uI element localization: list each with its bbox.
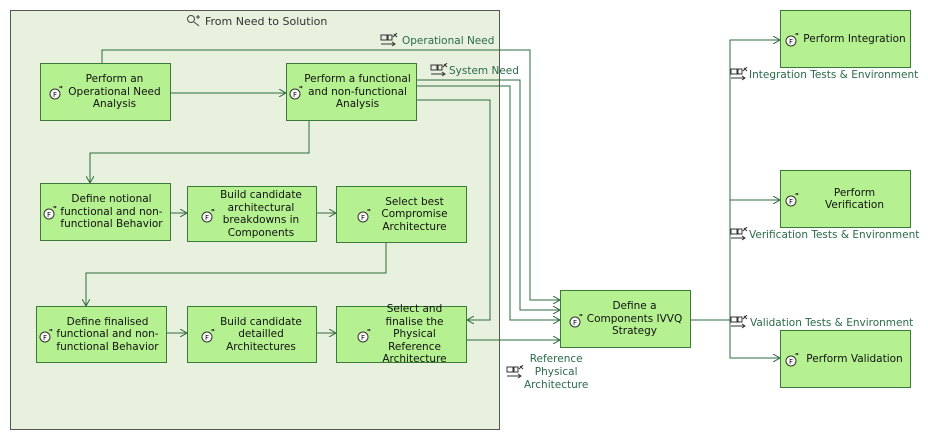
wire-functional-to-ivvq-b [416, 85, 560, 320]
function-ivvq-strategy[interactable]: F Define a Components IVVQ Strategy [560, 290, 691, 348]
function-label: Perform a functional and non-functional … [304, 73, 411, 111]
function-perform-integration[interactable]: F Perform Integration [780, 10, 911, 68]
function-detailled-architectures[interactable]: F Build candidate detailled Architecture… [187, 306, 317, 363]
function-icon: F [357, 209, 371, 223]
container-title: From Need to Solution [205, 15, 328, 28]
function-label: Perform Validation [806, 352, 903, 365]
function-label: Perform an Operational Need Analysis [68, 73, 161, 111]
capability-icon [187, 15, 200, 27]
function-candidate-breakdowns[interactable]: F Build candidate architectural breakdow… [187, 186, 317, 242]
function-icon: F [289, 86, 303, 100]
wire-ivvq-to-integration [690, 40, 780, 321]
exchange-reference-architecture[interactable]: Reference Physical Architecture [524, 353, 588, 392]
svg-text:F: F [47, 211, 51, 219]
exchange-item-icon [730, 315, 748, 329]
exchange-item-icon [430, 63, 448, 77]
function-icon: F [201, 329, 215, 343]
function-icon: F [785, 353, 799, 367]
exchange-operational-need[interactable]: Operational Need [402, 35, 495, 47]
function-finalised-behavior[interactable]: F Define finalised functional and non-fu… [36, 306, 167, 363]
function-functional-analysis[interactable]: F Perform a functional and non-functiona… [286, 63, 417, 121]
function-icon: F [785, 33, 799, 47]
exchange-item-icon [730, 227, 748, 241]
wire-select-best-to-finalised [86, 243, 387, 306]
svg-text:F: F [43, 334, 47, 342]
function-label: Select best Compromise Architecture [381, 195, 448, 233]
function-icon: F [39, 329, 53, 343]
function-label: Perform Verification [825, 186, 884, 212]
function-select-finalise-physical[interactable]: F Select and finalise the Physical Refer… [336, 303, 467, 366]
function-icon: F [49, 86, 63, 100]
wire-functional-to-notional [90, 120, 310, 183]
function-label: Build candidate detailled Architectures [220, 315, 302, 353]
function-icon: F [357, 329, 371, 343]
svg-text:F: F [53, 91, 57, 99]
function-icon: F [201, 209, 215, 223]
svg-text:F: F [205, 334, 209, 342]
function-label: Define finalised functional and non-func… [56, 315, 159, 353]
svg-text:F: F [789, 38, 793, 46]
svg-text:F: F [789, 198, 793, 206]
exchange-integration-tests[interactable]: Integration Tests & Environment [749, 69, 919, 81]
exchange-verification-tests[interactable]: Verification Tests & Environment [749, 229, 920, 241]
exchange-item-icon [506, 365, 524, 379]
exchange-system-need[interactable]: System Need [449, 65, 519, 77]
function-icon: F [43, 206, 57, 220]
svg-text:F: F [361, 214, 365, 222]
function-icon: F [785, 193, 799, 207]
svg-text:F: F [205, 214, 209, 222]
svg-text:F: F [361, 334, 365, 342]
function-perform-verification[interactable]: F Perform Verification [780, 170, 911, 228]
exchange-label-line: Architecture [524, 379, 589, 391]
function-operational-need-analysis[interactable]: F Perform an Operational Need Analysis [40, 63, 171, 121]
function-icon: F [569, 314, 583, 328]
exchange-label-line: Reference [529, 353, 583, 365]
exchange-item-icon [380, 33, 398, 47]
wire-functional-to-select-finalise [416, 99, 491, 320]
function-label: Define a Components IVVQ Strategy [586, 300, 683, 338]
function-label: Select and finalise the Physical Referen… [382, 303, 447, 366]
function-perform-validation[interactable]: F Perform Validation [780, 330, 911, 388]
function-label: Perform Integration [803, 32, 906, 45]
exchange-item-icon [730, 67, 748, 81]
svg-text:F: F [789, 358, 793, 366]
function-label: Define notional functional and non-funct… [60, 193, 163, 231]
function-select-best-compromise[interactable]: F Select best Compromise Architecture [336, 186, 467, 243]
svg-text:F: F [573, 319, 577, 327]
wire-functional-to-ivvq-a [416, 79, 560, 310]
exchange-validation-tests[interactable]: Validation Tests & Environment [750, 317, 914, 329]
svg-text:F: F [293, 91, 297, 99]
wire-opneed-to-ivvq [101, 49, 560, 300]
wire-ivvq-to-validation [729, 320, 780, 358]
function-notional-behavior[interactable]: F Define notional functional and non-fun… [40, 183, 171, 241]
function-label: Build candidate architectural breakdowns… [220, 189, 302, 239]
exchange-label-line: Physical [534, 366, 578, 378]
